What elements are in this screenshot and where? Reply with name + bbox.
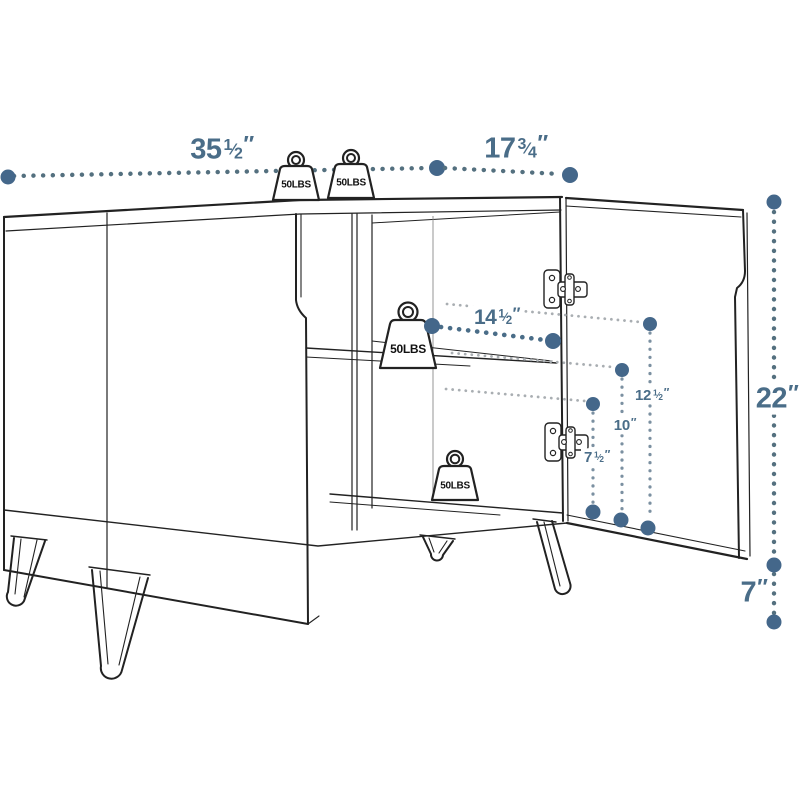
dim-line-door-lower bbox=[585, 397, 601, 520]
weight-top-left bbox=[271, 150, 321, 202]
left-door-closed bbox=[106, 212, 320, 625]
weight-label-bottom-shelf: 50LBS bbox=[440, 480, 470, 492]
hairpin-leg-middle bbox=[419, 534, 456, 562]
dim-body-height-label: 22⁄″ bbox=[752, 381, 800, 415]
dim-line-depth bbox=[442, 165, 578, 183]
weight-middle-shelf bbox=[378, 301, 438, 370]
cabinet-outline bbox=[2, 195, 569, 625]
dim-leg-height-label: 7⁄″ bbox=[740, 574, 769, 609]
weight-label-middle-shelf: 50LBS bbox=[390, 342, 426, 356]
center-divider bbox=[351, 213, 434, 531]
dim-line-width bbox=[0, 160, 445, 185]
hinge-top-icon bbox=[543, 269, 588, 309]
bottom-shelf bbox=[329, 493, 564, 516]
dim-line-door-middle bbox=[613, 363, 629, 528]
dim-door-middle-label: 10⁄″ bbox=[610, 416, 640, 434]
hairpin-leg-back-left bbox=[5, 535, 48, 607]
weight-label-top-right: 50LBS bbox=[336, 177, 366, 189]
hinge-bottom-icon bbox=[544, 422, 589, 462]
weight-bottom-shelf bbox=[430, 449, 480, 502]
weight-top-right bbox=[326, 148, 376, 200]
right-door-open bbox=[564, 196, 751, 561]
dim-line-height bbox=[766, 194, 782, 630]
weight-label-top-left: 50LBS bbox=[281, 179, 311, 191]
hairpin-leg-right bbox=[532, 518, 572, 596]
dim-line-inner-width bbox=[424, 318, 561, 349]
dim-line-door-upper bbox=[640, 317, 657, 536]
hairpin-leg-front-left bbox=[88, 566, 151, 680]
